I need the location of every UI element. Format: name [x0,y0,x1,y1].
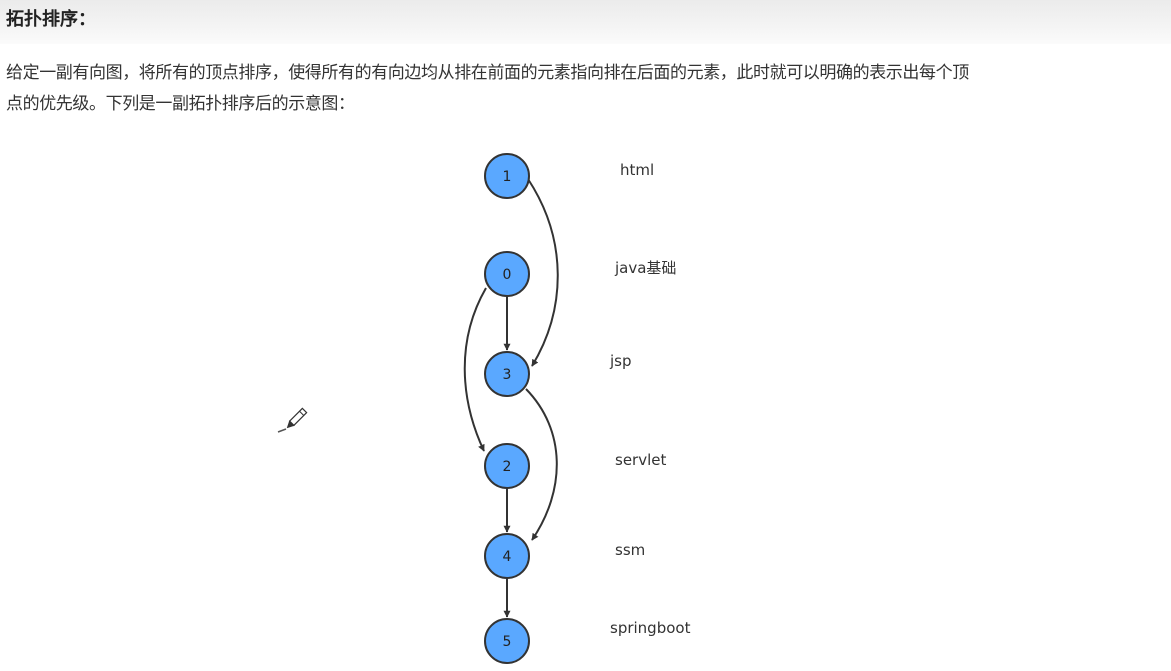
node-course-label: java基础 [614,259,676,277]
node-id-label: 4 [503,549,512,565]
node-course-label: springboot [610,619,691,637]
node-id-label: 5 [503,634,512,650]
node-course-label: servlet [615,451,666,469]
edge-1-3 [527,178,559,367]
edge-3-4 [525,388,558,541]
description-line-2: 点的优先级。下列是一副拓扑排序后的示意图： [6,94,355,114]
edge-0-2 [463,287,487,452]
nodes-layer: 1 html 0 java基础 3 jsp 2 servlet 4 ssm 5 springboot [484,153,691,664]
description-paragraph: 给定一副有向图，将所有的顶点排序，使得所有的有向边均从排在前面的元素指向排在后面… [6,58,1171,120]
node-circle [484,533,530,579]
node-circle [484,153,530,199]
section-title: 拓扑排序： [6,9,96,30]
pencil-mark [277,428,287,433]
node-course-label: ssm [615,541,645,559]
node-course-label: jsp [609,352,632,370]
node-id-label: 2 [503,459,512,475]
node-id-label: 1 [503,169,512,185]
node-5: 5 springboot [484,618,691,664]
node-0: 0 java基础 [484,251,676,297]
node-id-label: 0 [503,267,512,283]
node-3: 3 jsp [484,351,632,397]
node-circle [484,443,530,489]
node-circle [484,618,530,664]
node-2: 2 servlet [484,443,666,489]
node-1: 1 html [484,153,654,199]
description-line-1: 给定一副有向图，将所有的顶点排序，使得所有的有向边均从排在前面的元素指向排在后面… [6,63,969,83]
pencil-icon [286,407,308,429]
section-header: 拓扑排序： [0,0,1171,44]
node-course-label: html [620,161,654,179]
node-4: 4 ssm [484,533,645,579]
edges-layer [463,178,559,618]
node-id-label: 3 [503,367,512,383]
node-circle [484,351,530,397]
node-circle [484,251,530,297]
